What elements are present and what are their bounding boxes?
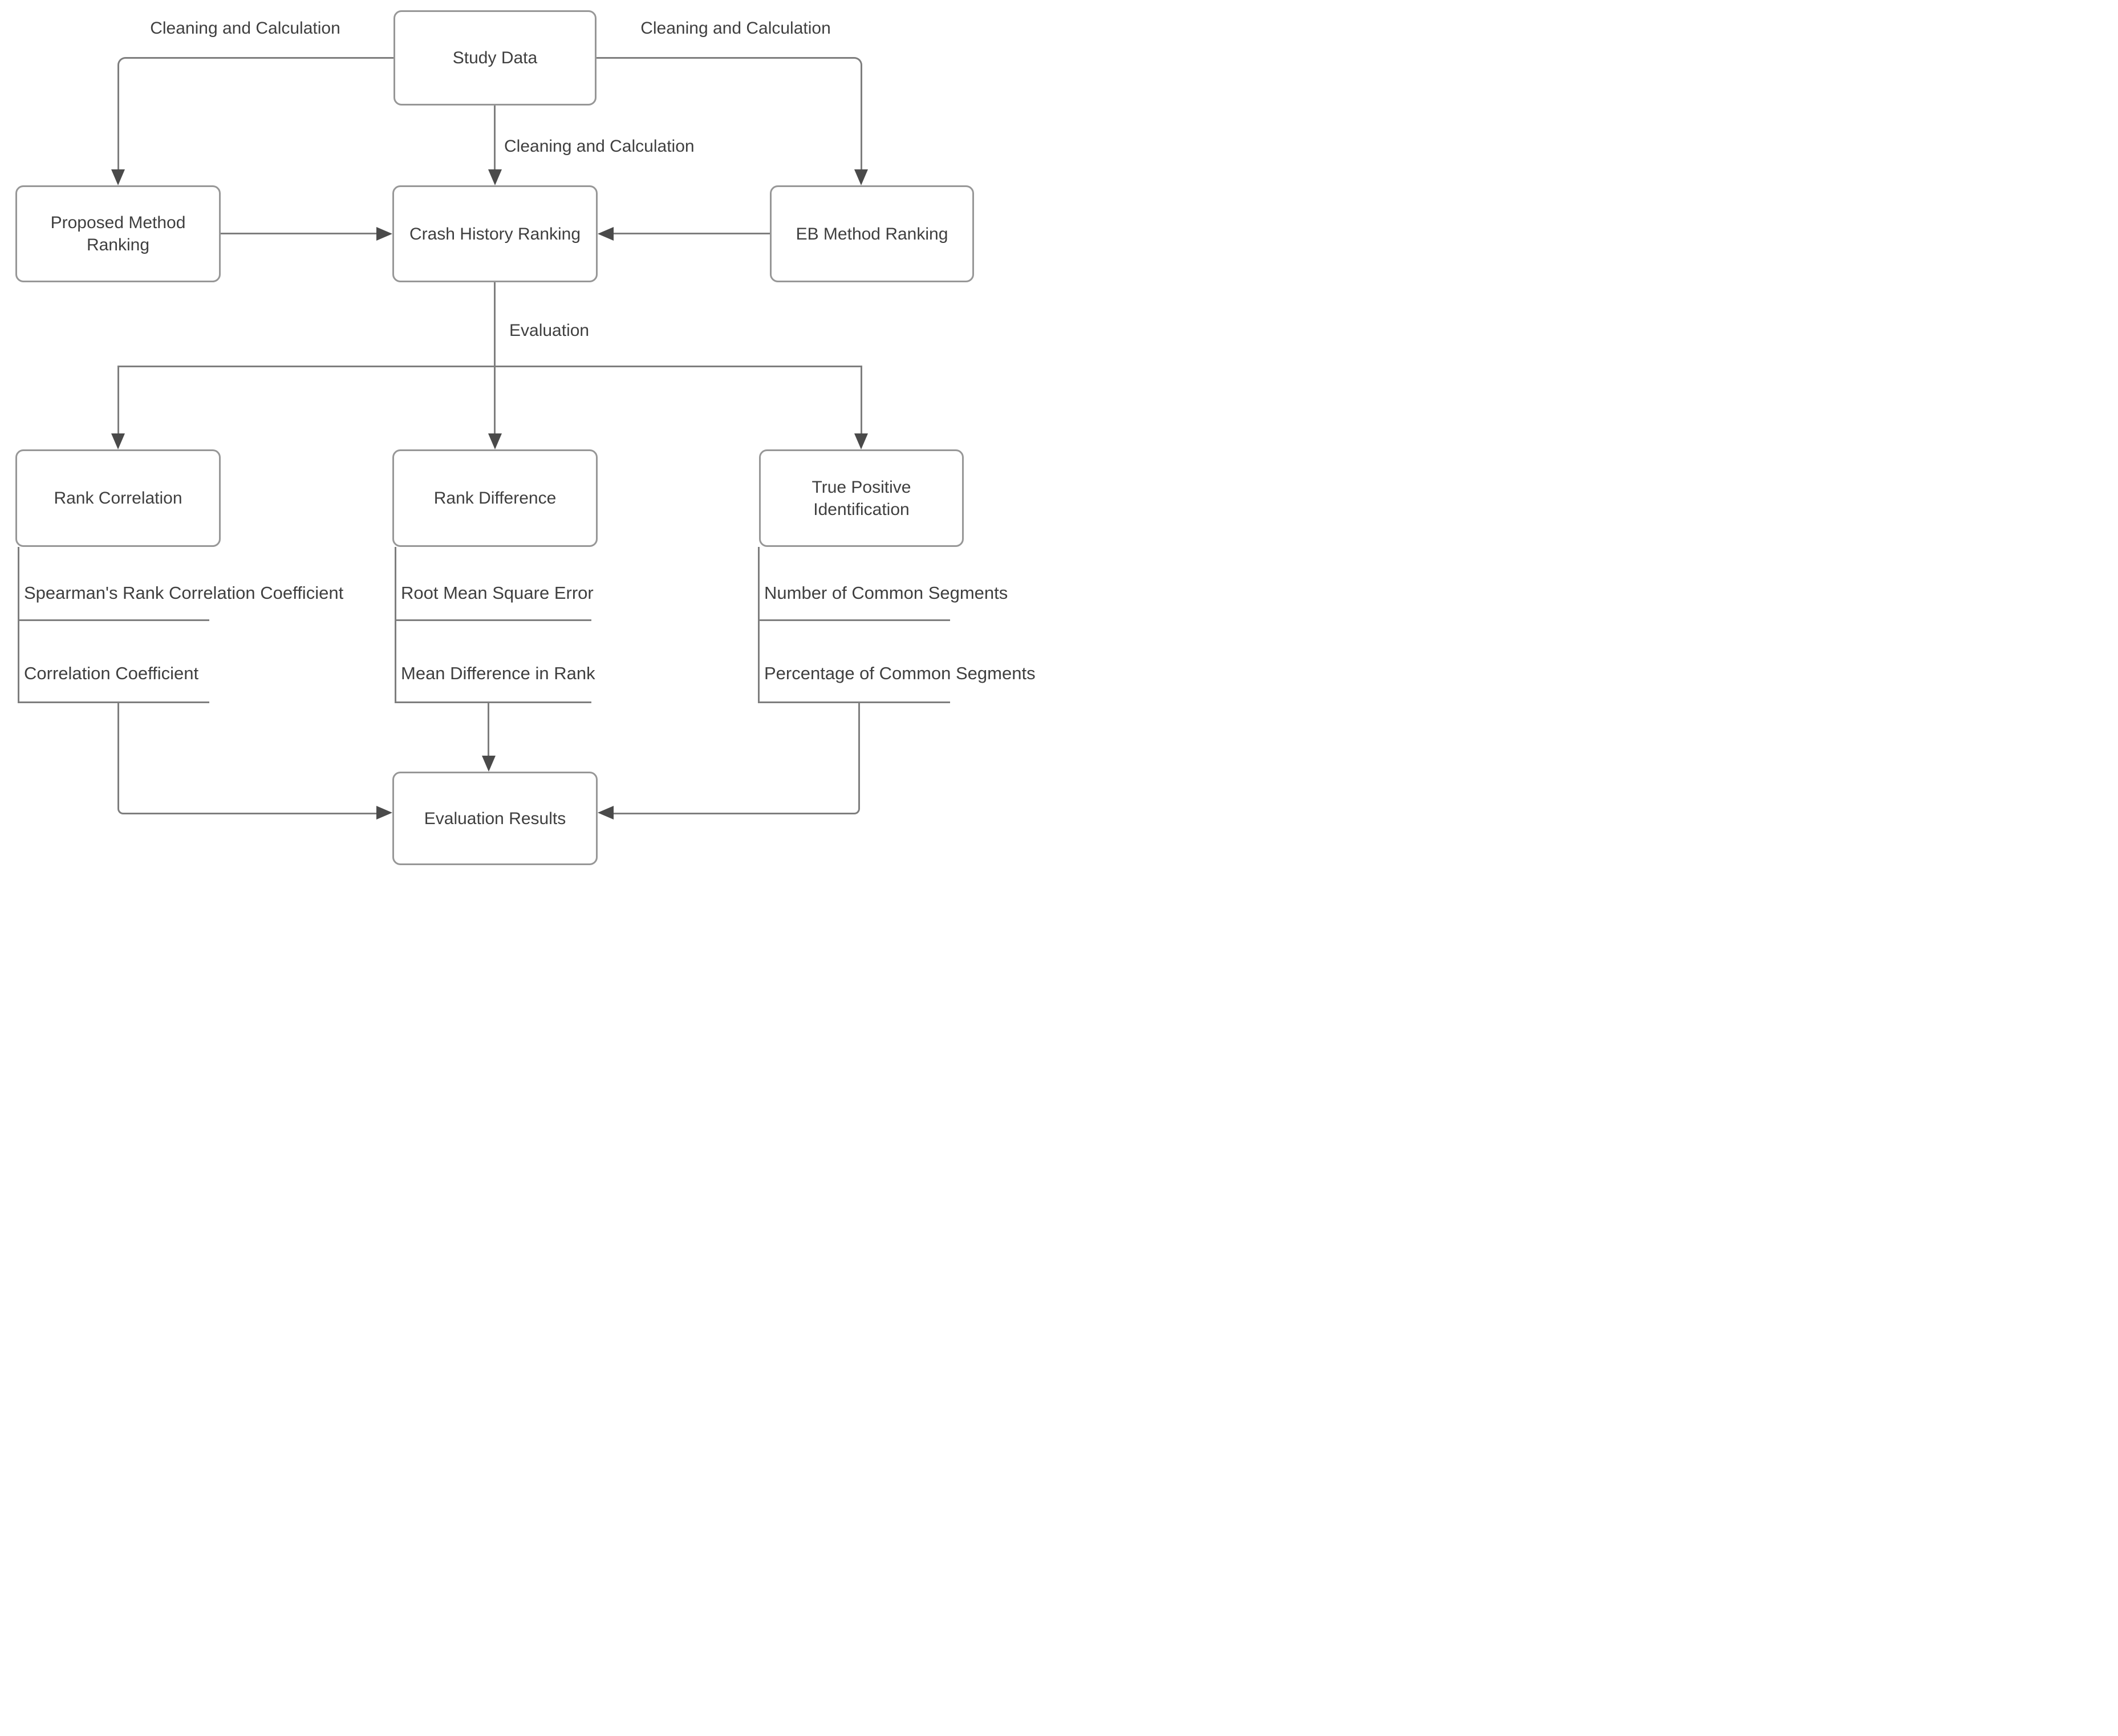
metric-number-of-common-segments: Number of Common Segments <box>764 583 1008 603</box>
connector-proposed-to-crash <box>221 233 378 234</box>
separator-truepos-2 <box>758 701 950 703</box>
connector-study-to-proposed <box>117 57 393 171</box>
arrowhead-into-crash-right <box>598 227 614 241</box>
separator-rankdiff-1 <box>395 619 591 621</box>
connector-drop-to-rankcorr <box>117 366 119 433</box>
connector-rankcorr-to-results <box>117 703 378 814</box>
node-proposed-method-ranking: Proposed Method Ranking <box>15 185 221 282</box>
bracket-rankdiff-left-rule <box>395 547 396 703</box>
node-eb-method-ranking: EB Method Ranking <box>770 185 974 282</box>
metric-mean-difference-in-rank: Mean Difference in Rank <box>401 663 595 683</box>
arrowhead-into-results-top <box>482 756 496 772</box>
connector-crash-to-rankdiff <box>494 282 496 433</box>
arrowhead-into-eb <box>854 169 868 185</box>
separator-rankcorr-1 <box>18 619 209 621</box>
separator-truepos-1 <box>758 619 950 621</box>
bracket-rankcorr-left-rule <box>18 547 19 703</box>
arrowhead-into-results-left <box>376 806 392 820</box>
node-crash-history-ranking: Crash History Ranking <box>392 185 598 282</box>
bracket-truepos-left-rule <box>758 547 760 703</box>
connector-rankdiff-to-results <box>488 703 489 757</box>
arrowhead-into-results-right <box>598 806 614 820</box>
node-evaluation-results: Evaluation Results <box>392 772 598 865</box>
edge-label-cleaning-left: Cleaning and Calculation <box>150 19 340 38</box>
edge-label-cleaning-center: Cleaning and Calculation <box>504 137 695 156</box>
connector-study-to-eb <box>597 57 862 171</box>
connector-truepos-to-results <box>612 703 860 814</box>
metric-correlation-coefficient: Correlation Coefficient <box>24 663 199 683</box>
arrowhead-into-rankcorr <box>111 433 125 449</box>
connector-study-to-crash <box>494 106 496 171</box>
separator-rankcorr-2 <box>18 701 209 703</box>
connector-drop-to-truepos <box>861 366 862 433</box>
flowchart-diagram: Cleaning and Calculation Cleaning and Ca… <box>0 0 1059 868</box>
connector-distribution-line <box>117 366 862 367</box>
metric-root-mean-square-error: Root Mean Square Error <box>401 583 594 603</box>
metric-spearman-rank-correlation-coefficient: Spearman's Rank Correlation Coefficient <box>24 583 344 603</box>
arrowhead-into-crash-top <box>488 169 502 185</box>
separator-rankdiff-2 <box>395 701 591 703</box>
arrowhead-into-rankdiff <box>488 433 502 449</box>
node-true-positive-identification: True Positive Identification <box>759 449 964 547</box>
node-study-data: Study Data <box>393 10 597 106</box>
node-rank-correlation: Rank Correlation <box>15 449 221 547</box>
arrowhead-into-truepos <box>854 433 868 449</box>
edge-label-evaluation: Evaluation <box>509 321 590 340</box>
arrowhead-into-crash-left <box>376 227 392 241</box>
node-rank-difference: Rank Difference <box>392 449 598 547</box>
connector-eb-to-crash <box>612 233 770 234</box>
edge-label-cleaning-right: Cleaning and Calculation <box>640 19 831 38</box>
metric-percentage-of-common-segments: Percentage of Common Segments <box>764 663 1036 683</box>
arrowhead-into-proposed <box>111 169 125 185</box>
